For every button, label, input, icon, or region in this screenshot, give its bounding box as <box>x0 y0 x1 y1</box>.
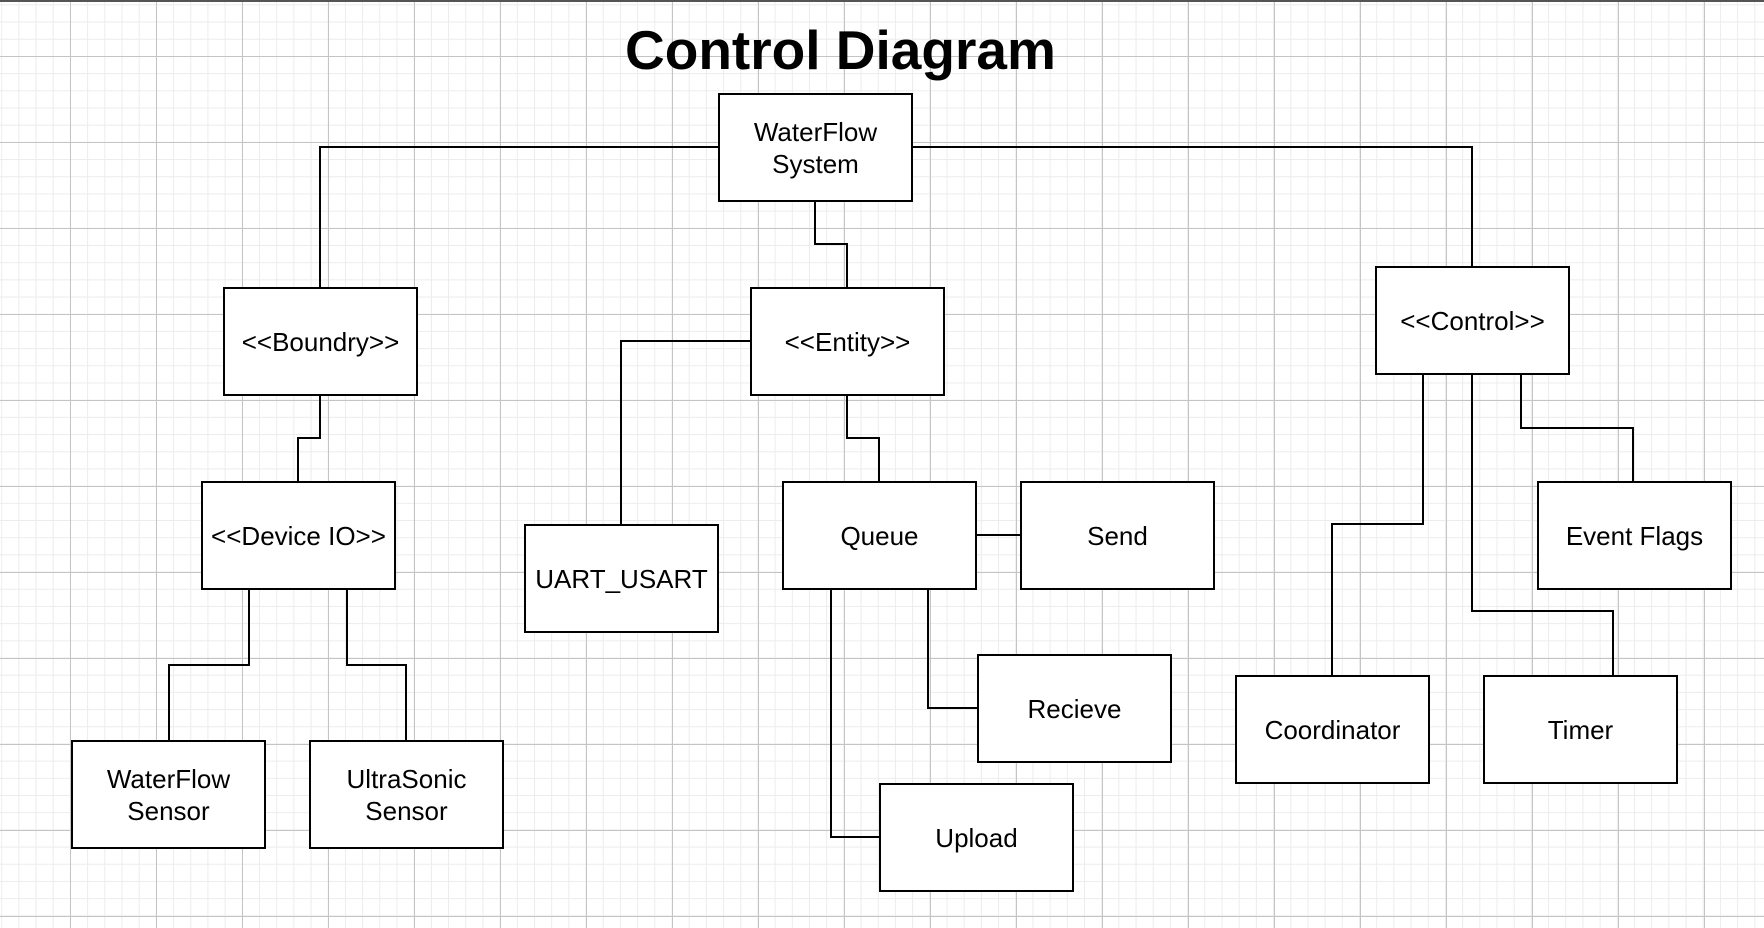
node-label: UART_USART <box>535 563 708 594</box>
node-ultrasonic-sensor[interactable]: UltraSonic Sensor <box>309 740 504 849</box>
node-label: WaterFlow System <box>753 116 878 179</box>
node-label: <<Control>> <box>1400 305 1545 336</box>
node-label: Recieve <box>1027 693 1122 724</box>
node-coordinator[interactable]: Coordinator <box>1235 675 1430 784</box>
edge-entity-uart <box>620 340 750 524</box>
edge-system-boundary <box>319 146 718 287</box>
node-event-flags[interactable]: Event Flags <box>1537 481 1732 590</box>
node-label: <<Device IO>> <box>211 520 386 551</box>
node-label: Event Flags <box>1565 520 1704 551</box>
edge-deviceio-waterflow-sensor <box>168 589 250 740</box>
edge-queue-upload <box>830 589 879 838</box>
edge-control-eventflags <box>1520 374 1634 481</box>
node-upload[interactable]: Upload <box>879 783 1074 892</box>
node-label: Upload <box>935 822 1018 853</box>
node-label: Timer <box>1547 714 1614 745</box>
node-timer[interactable]: Timer <box>1483 675 1678 784</box>
edge-queue-recieve <box>927 589 977 709</box>
node-label: <<Entity>> <box>784 326 911 357</box>
node-label: Send <box>1087 520 1148 551</box>
node-label: <<Boundry>> <box>241 326 400 357</box>
edge-system-control <box>912 146 1473 266</box>
node-waterflow-sensor[interactable]: WaterFlow Sensor <box>71 740 266 849</box>
node-device-io[interactable]: <<Device IO>> <box>201 481 396 590</box>
canvas-top-border <box>0 0 1764 2</box>
edge-entity-queue <box>846 395 880 481</box>
node-send[interactable]: Send <box>1020 481 1215 590</box>
node-control[interactable]: <<Control>> <box>1375 266 1570 375</box>
edge-control-coordinator <box>1331 374 1424 675</box>
node-queue[interactable]: Queue <box>782 481 977 590</box>
node-label: WaterFlow Sensor <box>106 763 231 826</box>
node-label: Coordinator <box>1264 714 1401 745</box>
node-boundary[interactable]: <<Boundry>> <box>223 287 418 396</box>
node-uart-usart[interactable]: UART_USART <box>524 524 719 633</box>
node-recieve[interactable]: Recieve <box>977 654 1172 763</box>
edge-boundary-deviceio <box>297 395 321 481</box>
node-entity[interactable]: <<Entity>> <box>750 287 945 396</box>
diagram-title: Control Diagram <box>625 19 1056 81</box>
edge-control-timer <box>1471 374 1614 675</box>
edge-system-entity <box>814 201 848 287</box>
node-waterflow-system[interactable]: WaterFlow System <box>718 93 913 202</box>
edge-deviceio-ultrasonic-sensor <box>346 589 407 740</box>
node-label: UltraSonic Sensor <box>346 763 467 826</box>
node-label: Queue <box>840 520 919 551</box>
